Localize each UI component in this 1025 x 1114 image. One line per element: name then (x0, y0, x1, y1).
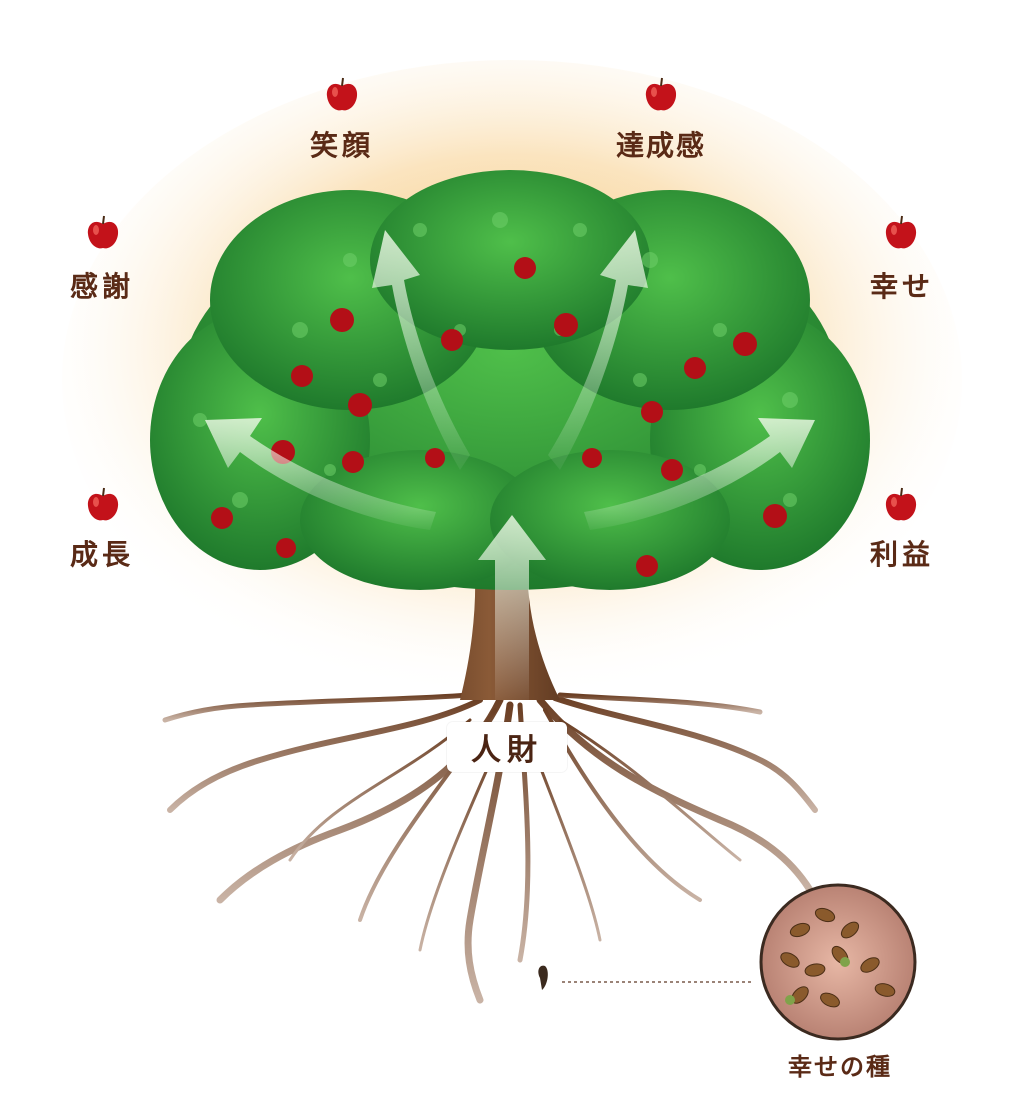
arrow-up-icon (548, 230, 648, 470)
arrow-up-icon (584, 418, 815, 530)
label-tasseikan: 達成感 (615, 129, 706, 162)
tree-apples (211, 257, 787, 577)
apple-icon (885, 215, 917, 249)
arrow-up-icon (478, 515, 546, 700)
label-rieki: 利益 (869, 538, 934, 571)
label-seichou: 成長 (69, 538, 134, 571)
arrow-up-icon (205, 418, 436, 530)
center-label-box: 人財 (447, 722, 567, 772)
center-label: 人財 (471, 733, 543, 768)
apple-icon (326, 77, 358, 111)
apple-icon (87, 487, 119, 521)
seed-photo (759, 883, 917, 1041)
growth-arrows (205, 230, 815, 700)
label-kansha: 感謝 (69, 270, 134, 303)
apple-icon (885, 487, 917, 521)
seed-caption: 幸せの種 (788, 1052, 892, 1081)
label-shiawase: 幸せ (869, 270, 934, 303)
apple-icon (645, 77, 677, 111)
apple-icon (87, 215, 119, 249)
label-egao: 笑顔 (309, 129, 374, 162)
arrow-up-icon (372, 230, 470, 470)
seed-icon (538, 965, 548, 990)
